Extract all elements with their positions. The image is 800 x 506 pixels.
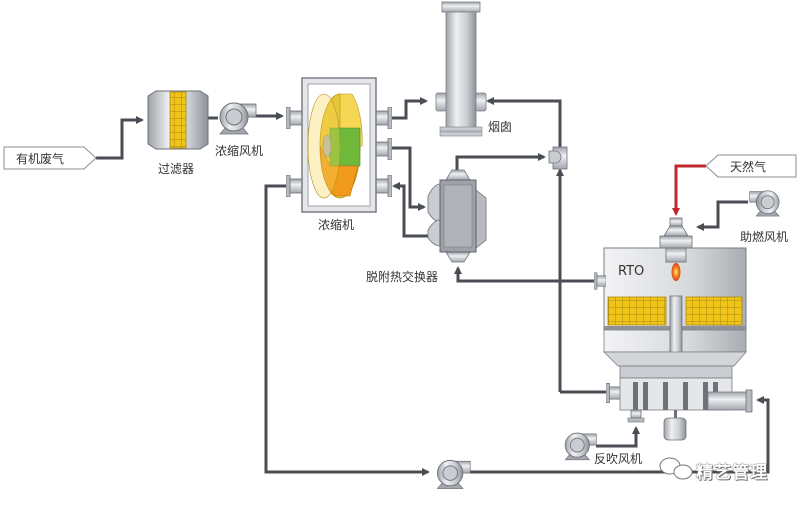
pipe-heat-exchanger-to-concentrator bbox=[392, 182, 430, 238]
pipe-heat-exchanger-to-valve bbox=[455, 153, 546, 180]
pipes bbox=[96, 97, 770, 476]
concentrator bbox=[286, 77, 392, 213]
chimney bbox=[435, 1, 487, 137]
rotor-wheel bbox=[307, 93, 363, 199]
pipe-valve-to-chimney bbox=[486, 97, 562, 148]
combustion-fan-icon bbox=[749, 190, 780, 217]
filter-media bbox=[169, 91, 187, 149]
rto bbox=[594, 217, 753, 441]
desorption-heat-exchanger-label: 脱附热交换器 bbox=[366, 270, 439, 284]
watermark-text: 精艺管理 bbox=[696, 463, 768, 483]
combustion-fan-label: 助燃风机 bbox=[740, 230, 789, 244]
backflush-fan-icon bbox=[564, 432, 597, 461]
pipe-waste-gas-to-filter bbox=[96, 116, 144, 160]
return-fan-icon bbox=[436, 459, 471, 490]
chimney-label: 烟囱 bbox=[488, 120, 513, 134]
mix-valve-icon bbox=[548, 146, 568, 170]
pipe-concentrator-to-return-fan bbox=[264, 184, 430, 476]
pipe-combustion-fan-to-burner bbox=[696, 200, 748, 231]
waste-gas-tag bbox=[3, 146, 97, 170]
ceramic-bed-right bbox=[685, 296, 743, 326]
rto-label: RTO bbox=[618, 264, 645, 279]
flame-icon bbox=[671, 263, 681, 281]
backflush-fan-label: 反吹风机 bbox=[594, 452, 643, 466]
pipe-natural-gas bbox=[672, 164, 706, 216]
wechat-icon bbox=[659, 457, 693, 480]
pipe-rto-to-heat-exchanger bbox=[454, 266, 594, 283]
natural-gas-tag bbox=[705, 154, 797, 178]
pipe-return-fan-to-rto bbox=[470, 396, 770, 474]
concentrator-label: 浓缩机 bbox=[318, 218, 355, 232]
pipe-concentrator-to-chimney bbox=[390, 97, 428, 120]
pipe-backflush-fan-to-rto bbox=[596, 426, 640, 448]
concentrator-fan-icon bbox=[219, 102, 257, 135]
filter-label: 过滤器 bbox=[158, 162, 195, 176]
ceramic-bed-left bbox=[607, 296, 667, 326]
desorption-heat-exchanger bbox=[427, 169, 487, 263]
waste-gas-label: 有机废气 bbox=[16, 152, 65, 166]
natural-gas-label: 天然气 bbox=[730, 160, 767, 174]
concentrator-fan-label: 浓缩风机 bbox=[215, 144, 264, 158]
rto-motor bbox=[663, 417, 687, 441]
filter bbox=[147, 90, 209, 150]
pipe-concentrator-to-heat-exchanger bbox=[390, 146, 426, 211]
